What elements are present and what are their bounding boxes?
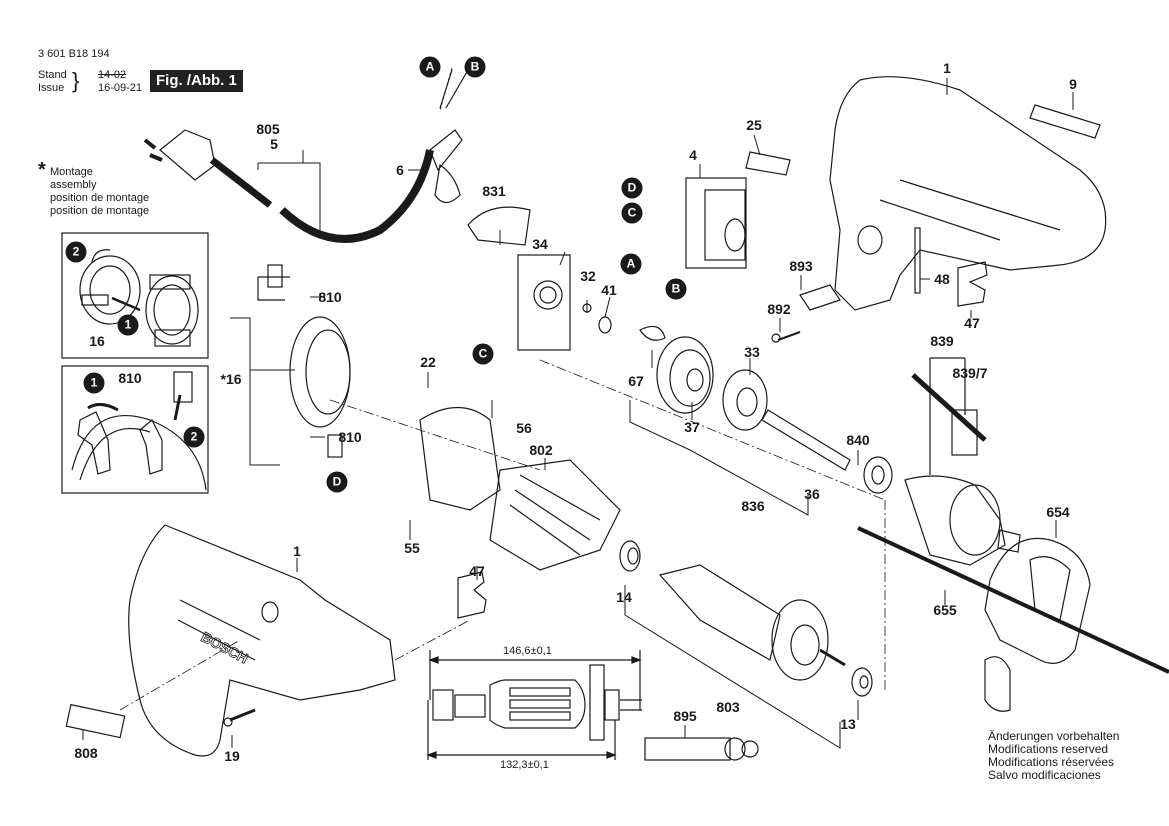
callout-part-1[interactable]: 1 bbox=[293, 543, 301, 559]
callout-part-810[interactable]: 810 bbox=[318, 289, 342, 305]
callout-part-895[interactable]: 895 bbox=[673, 708, 697, 724]
callout-part-810[interactable]: 810 bbox=[338, 429, 362, 445]
callout-part-9[interactable]: 9 bbox=[1069, 76, 1077, 92]
callout-part-892[interactable]: 892 bbox=[767, 301, 791, 317]
assembly-note-line: position de montage bbox=[50, 205, 150, 217]
pad-drawing bbox=[957, 261, 988, 307]
assembly-axis-lines bbox=[119, 359, 886, 711]
gear-drawing bbox=[639, 325, 893, 494]
callout-part-34[interactable]: 34 bbox=[532, 236, 548, 252]
assembly-star-icon: * bbox=[220, 371, 226, 387]
assembly-note-line: Montage bbox=[50, 166, 93, 178]
callout-part-810[interactable]: 810 bbox=[118, 370, 142, 386]
callout-part-32[interactable]: 32 bbox=[580, 268, 596, 284]
stand-label: Stand bbox=[38, 69, 67, 81]
inset-brush-holder-drawing bbox=[79, 249, 199, 347]
assembly-note-line: assembly bbox=[50, 179, 97, 191]
connector-c-marker: C bbox=[621, 202, 643, 224]
inset-frame-brush-holder bbox=[61, 232, 209, 359]
part-number: 3 601 B18 194 bbox=[38, 48, 110, 60]
callout-part-56[interactable]: 56 bbox=[516, 420, 532, 436]
callout-part-48[interactable]: 48 bbox=[934, 271, 950, 287]
connector-b-marker: B bbox=[464, 56, 486, 78]
connector-c-marker: C bbox=[472, 343, 494, 365]
callout-part-831[interactable]: 831 bbox=[482, 183, 506, 199]
callout-part-839[interactable]: 839 bbox=[930, 333, 954, 349]
callout-part-25[interactable]: 25 bbox=[746, 117, 762, 133]
assembly-note: Montage assembly position de montage pos… bbox=[50, 166, 149, 218]
callout-part-805[interactable]: 805 bbox=[256, 121, 280, 137]
step-1-marker: 1 bbox=[83, 372, 105, 394]
field-drawing bbox=[419, 407, 621, 571]
brand-logo: BOSCH bbox=[199, 629, 251, 667]
modifications-note: Änderungen vorbehalten Modifications res… bbox=[988, 730, 1119, 782]
callout-part-16[interactable]: 16 bbox=[89, 333, 105, 349]
connector-d-marker: D bbox=[326, 471, 348, 493]
callout-part-4[interactable]: 4 bbox=[689, 147, 697, 163]
callout-part-37[interactable]: 37 bbox=[684, 419, 700, 435]
callout-part-55[interactable]: 55 bbox=[404, 540, 420, 556]
callout-part-655[interactable]: 655 bbox=[933, 602, 957, 618]
callout-part-5[interactable]: 5 bbox=[270, 136, 278, 152]
stand-value: 14-02 bbox=[98, 69, 127, 81]
housing-drawing bbox=[829, 76, 1107, 311]
switch-drawing bbox=[685, 151, 791, 269]
callout-part-808[interactable]: 808 bbox=[74, 745, 98, 761]
modifications-line: Modifications réservées bbox=[988, 755, 1115, 769]
callout-part-802[interactable]: 802 bbox=[529, 442, 553, 458]
power-cord-drawing bbox=[143, 69, 469, 243]
connector-a-marker: A bbox=[620, 253, 642, 275]
modifications-line: Salvo modificaciones bbox=[988, 768, 1101, 782]
callout-part-14[interactable]: 14 bbox=[616, 589, 632, 605]
issue-label: Issue bbox=[38, 82, 65, 94]
step-1-marker: 1 bbox=[117, 314, 139, 336]
callout-part-1[interactable]: 1 bbox=[943, 60, 951, 76]
brush-holder-drawing bbox=[257, 264, 351, 458]
leader-lines bbox=[82, 67, 1074, 749]
auxiliary-handle-drawing bbox=[857, 526, 1169, 712]
callout-part-47[interactable]: 47 bbox=[964, 315, 980, 331]
callout-part-839-7[interactable]: 839/7 bbox=[952, 365, 988, 381]
grease-tube-drawing bbox=[644, 737, 759, 761]
modifications-line: Änderungen vorbehalten bbox=[988, 729, 1120, 743]
armature-drawing bbox=[619, 540, 873, 697]
inset-brush-removal-drawing bbox=[71, 371, 207, 491]
connector-b-marker: B bbox=[665, 278, 687, 300]
callout-part-803[interactable]: 803 bbox=[716, 699, 740, 715]
dimension-inner-length: 132,3±0,1 bbox=[500, 759, 549, 771]
issue-value: 16-09-21 bbox=[98, 82, 143, 94]
callout-part-840[interactable]: 840 bbox=[846, 432, 870, 448]
chuck-drawing bbox=[904, 357, 1021, 566]
armature-dimension-drawing bbox=[426, 650, 642, 760]
dimension-overall-length: 146,6±0,1 bbox=[503, 645, 552, 657]
brace-icon: } bbox=[72, 68, 80, 93]
assembly-note-line: position de montage bbox=[50, 192, 150, 204]
callout-part-22[interactable]: 22 bbox=[420, 354, 436, 370]
lever-drawing bbox=[771, 284, 841, 343]
modifications-line: Modifications reserved bbox=[988, 742, 1109, 756]
callout-part-41[interactable]: 41 bbox=[601, 282, 617, 298]
callout-part-16[interactable]: *16 bbox=[220, 371, 242, 387]
callout-part-836[interactable]: 836 bbox=[741, 498, 765, 514]
callout-part-36[interactable]: 36 bbox=[804, 486, 820, 502]
callout-part-13[interactable]: 13 bbox=[840, 716, 856, 732]
callout-part-654[interactable]: 654 bbox=[1046, 504, 1070, 520]
figure-label: Fig. /Abb. 1 bbox=[150, 70, 243, 92]
callout-part-19[interactable]: 19 bbox=[224, 748, 240, 764]
step-2-marker: 2 bbox=[65, 241, 87, 263]
step-2-marker: 2 bbox=[183, 426, 205, 448]
callout-part-6[interactable]: 6 bbox=[396, 162, 404, 178]
callout-part-893[interactable]: 893 bbox=[789, 258, 813, 274]
connector-d-marker: D bbox=[621, 177, 643, 199]
inset-frame-brush-removal bbox=[61, 365, 209, 494]
connector-a-marker: A bbox=[419, 56, 441, 78]
callout-part-47[interactable]: 47 bbox=[469, 563, 485, 579]
drill-housing-drawing bbox=[65, 524, 487, 757]
callout-part-67[interactable]: 67 bbox=[628, 373, 644, 389]
callout-part-33[interactable]: 33 bbox=[744, 344, 760, 360]
assembly-star-icon: * bbox=[38, 159, 46, 181]
